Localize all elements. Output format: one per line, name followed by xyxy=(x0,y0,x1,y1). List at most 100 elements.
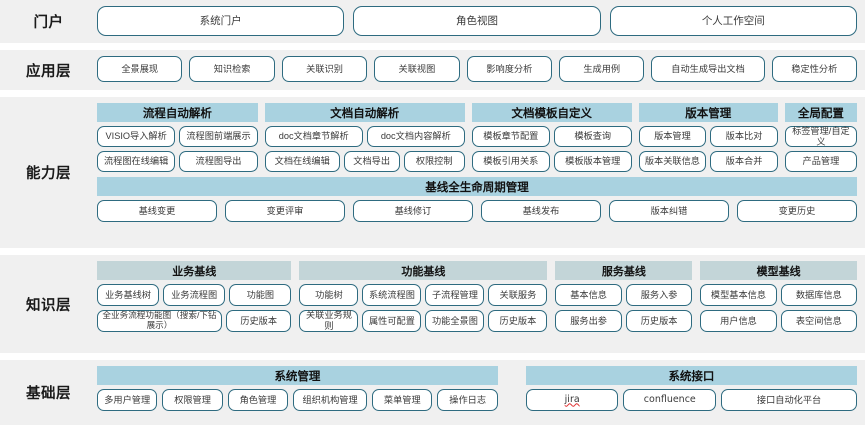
application-item-1[interactable]: 知识检索 xyxy=(189,56,275,82)
capability-group-4-title: 全局配置 xyxy=(784,103,857,122)
knowledge-item[interactable]: 模型基本信息 xyxy=(700,284,777,306)
knowledge-item[interactable]: 关联业务规则 xyxy=(299,310,359,332)
capability-item[interactable]: 权限控制 xyxy=(403,151,465,172)
knowledge-item[interactable]: 功能图 xyxy=(229,284,292,306)
capability-item[interactable]: 模板版本管理 xyxy=(553,151,632,172)
base-group-1-row-0: jira confluence 接口自动化平台 xyxy=(525,389,857,411)
application-item-5[interactable]: 生成用例 xyxy=(559,56,645,82)
knowledge-item[interactable]: 全业务流程功能图（搜索/下钻展示） xyxy=(97,310,222,332)
layer-label-base: 基础层 xyxy=(26,386,71,402)
knowledge-item[interactable]: 表空间信息 xyxy=(780,310,858,332)
capability-item[interactable]: doc文档章节解析 xyxy=(264,126,363,147)
knowledge-item[interactable]: 基本信息 xyxy=(555,284,622,306)
capability-item[interactable]: doc文档内容解析 xyxy=(366,126,465,147)
application-item-2[interactable]: 关联识别 xyxy=(281,56,368,82)
base-item-confluence[interactable]: confluence xyxy=(623,389,717,411)
baseline-item-4[interactable]: 版本纠错 xyxy=(609,200,729,222)
knowledge-item[interactable]: 历史版本 xyxy=(225,310,292,332)
capability-item[interactable]: VISIO导入解析 xyxy=(97,126,176,147)
baseline-item-1[interactable]: 变更评审 xyxy=(225,200,345,222)
knowledge-group-0: 业务基线 业务基线树 业务流程图 功能图 全业务流程功能图（搜索/下钻展示） 历… xyxy=(97,261,292,332)
portal-item-1[interactable]: 角色视图 xyxy=(353,6,601,36)
knowledge-group-2: 服务基线 基本信息 服务入参 服务出参 历史版本 xyxy=(555,261,693,332)
capability-item[interactable]: 模板查询 xyxy=(553,126,632,147)
application-item-3[interactable]: 关联视图 xyxy=(374,56,460,82)
capability-item[interactable]: 流程图在线编辑 xyxy=(97,151,176,172)
base-item[interactable]: 多用户管理 xyxy=(97,389,158,411)
capability-group-2: 文档模板自定义 模板章节配置 模板查询 模板引用关系 模板版本管理 xyxy=(471,103,632,172)
knowledge-item[interactable]: 业务流程图 xyxy=(163,284,226,306)
knowledge-group-1-title: 功能基线 xyxy=(299,261,548,280)
knowledge-item[interactable]: 用户信息 xyxy=(700,310,777,332)
knowledge-group-1: 功能基线 功能树 系统流程图 子流程管理 关联服务 关联业务规则 属性可配置 功… xyxy=(299,261,548,332)
knowledge-group-1-row-1: 关联业务规则 属性可配置 功能全景图 历史版本 xyxy=(299,310,548,332)
baseline-lifecycle-block: 基线全生命周期管理 基线变更 变更评审 基线修订 基线发布 版本纠错 变更历史 xyxy=(97,177,857,222)
baseline-lifecycle-row: 基线变更 变更评审 基线修订 基线发布 版本纠错 变更历史 xyxy=(97,200,857,222)
base-group-0-title: 系统管理 xyxy=(97,366,498,385)
capability-group-3-row-1: 版本关联信息 版本合并 xyxy=(638,151,778,172)
base-item[interactable]: 菜单管理 xyxy=(372,389,433,411)
knowledge-item[interactable]: 历史版本 xyxy=(488,310,548,332)
capability-group-0: 流程自动解析 VISIO导入解析 流程图前端展示 流程图在线编辑 流程图导出 xyxy=(97,103,258,172)
capability-item[interactable]: 流程图导出 xyxy=(179,151,258,172)
knowledge-group-0-title: 业务基线 xyxy=(97,261,292,280)
portal-item-row: 系统门户 角色视图 个人工作空间 xyxy=(97,6,857,36)
capability-item[interactable]: 文档导出 xyxy=(343,151,400,172)
capability-group-2-row-0: 模板章节配置 模板查询 xyxy=(471,126,632,147)
capability-item[interactable]: 产品管理 xyxy=(784,151,857,172)
capability-item[interactable]: 版本关联信息 xyxy=(638,151,707,172)
capability-item[interactable]: 文档在线编辑 xyxy=(264,151,340,172)
application-item-7[interactable]: 稳定性分析 xyxy=(771,56,858,82)
knowledge-item[interactable]: 属性可配置 xyxy=(362,310,422,332)
capability-group-list: 流程自动解析 VISIO导入解析 流程图前端展示 流程图在线编辑 流程图导出 文… xyxy=(97,103,857,172)
capability-group-0-title: 流程自动解析 xyxy=(97,103,258,122)
capability-item[interactable]: 标签管理/自定义 xyxy=(784,126,857,147)
layer-label-application: 应用层 xyxy=(26,63,71,80)
baseline-item-0[interactable]: 基线变更 xyxy=(97,200,217,222)
knowledge-item[interactable]: 子流程管理 xyxy=(425,284,485,306)
layer-label-capability: 能力层 xyxy=(26,166,71,182)
knowledge-item[interactable]: 关联服务 xyxy=(488,284,548,306)
base-group-list: 系统管理 多用户管理 权限管理 角色管理 组织机构管理 菜单管理 操作日志 系统… xyxy=(97,366,857,411)
layer-body-base: 系统管理 多用户管理 权限管理 角色管理 组织机构管理 菜单管理 操作日志 系统… xyxy=(97,360,865,425)
baseline-item-2[interactable]: 基线修订 xyxy=(353,200,473,222)
capability-group-4: 全局配置 标签管理/自定义 产品管理 xyxy=(784,103,857,172)
capability-group-3-title: 版本管理 xyxy=(638,103,778,122)
capability-item[interactable]: 流程图前端展示 xyxy=(179,126,258,147)
base-item-jira[interactable]: jira xyxy=(525,389,619,411)
layer-body-knowledge: 业务基线 业务基线树 业务流程图 功能图 全业务流程功能图（搜索/下钻展示） 历… xyxy=(97,255,865,353)
capability-item[interactable]: 模板引用关系 xyxy=(471,151,550,172)
base-item[interactable]: 组织机构管理 xyxy=(293,389,368,411)
capability-item[interactable]: 模板章节配置 xyxy=(471,126,550,147)
layer-label-knowledge: 知识层 xyxy=(26,297,71,314)
capability-group-3-row-0: 版本管理 版本比对 xyxy=(638,126,778,147)
application-item-row: 全景展现 知识检索 关联识别 关联视图 影响度分析 生成用例 自动生成导出文档 … xyxy=(97,56,858,82)
capability-item[interactable]: 版本比对 xyxy=(710,126,778,147)
knowledge-item[interactable]: 功能树 xyxy=(299,284,359,306)
application-item-4[interactable]: 影响度分析 xyxy=(466,56,553,82)
application-item-0[interactable]: 全景展现 xyxy=(97,56,183,82)
knowledge-item[interactable]: 业务基线树 xyxy=(97,284,160,306)
baseline-item-3[interactable]: 基线发布 xyxy=(481,200,601,222)
knowledge-item[interactable]: 数据库信息 xyxy=(780,284,858,306)
base-item-api-platform[interactable]: 接口自动化平台 xyxy=(721,389,857,411)
knowledge-group-2-title: 服务基线 xyxy=(555,261,693,280)
knowledge-item[interactable]: 服务入参 xyxy=(625,284,693,306)
base-item[interactable]: 角色管理 xyxy=(227,389,289,411)
baseline-item-5[interactable]: 变更历史 xyxy=(737,200,857,222)
knowledge-item[interactable]: 系统流程图 xyxy=(362,284,422,306)
portal-item-2[interactable]: 个人工作空间 xyxy=(609,6,857,36)
jira-label: jira xyxy=(564,393,580,405)
knowledge-item[interactable]: 功能全景图 xyxy=(425,310,485,332)
capability-item[interactable]: 版本管理 xyxy=(638,126,707,147)
portal-item-0[interactable]: 系统门户 xyxy=(97,6,345,36)
knowledge-item[interactable]: 历史版本 xyxy=(625,310,693,332)
knowledge-item[interactable]: 服务出参 xyxy=(555,310,622,332)
base-item[interactable]: 操作日志 xyxy=(437,389,498,411)
application-item-6[interactable]: 自动生成导出文档 xyxy=(651,56,765,82)
knowledge-group-2-row-0: 基本信息 服务入参 xyxy=(555,284,693,306)
layer-body-capability: 流程自动解析 VISIO导入解析 流程图前端展示 流程图在线编辑 流程图导出 文… xyxy=(97,97,865,248)
base-item[interactable]: 权限管理 xyxy=(162,389,223,411)
capability-item[interactable]: 版本合并 xyxy=(710,151,778,172)
